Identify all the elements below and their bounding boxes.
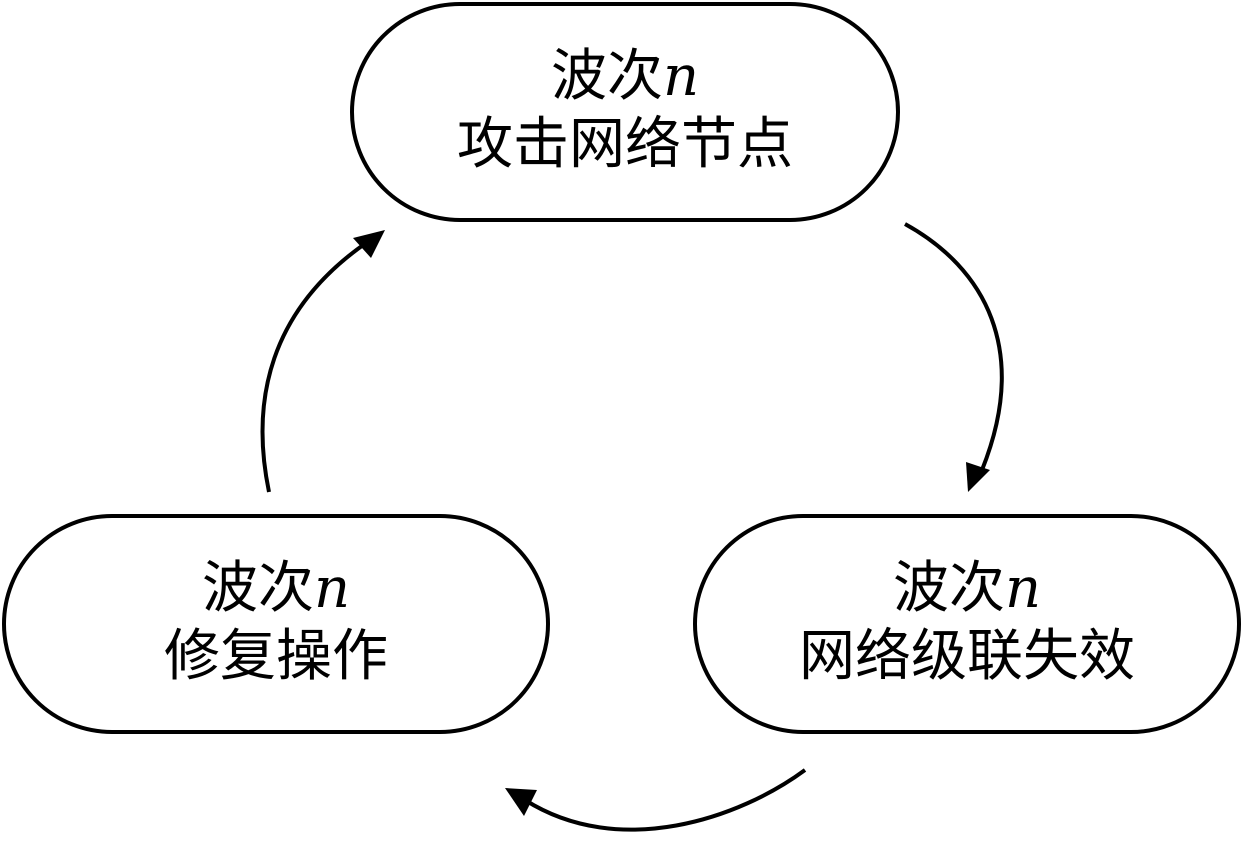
node-attack-title: 攻击网络节点 xyxy=(457,112,793,177)
node-repair-title: 修复操作 xyxy=(164,624,388,689)
arrow-attack-to-cascade xyxy=(904,222,1004,492)
wave-prefix: 波次 xyxy=(892,556,1005,621)
node-repair: 波次n 修复操作 xyxy=(2,514,550,734)
node-cascade-failure: 波次n 网络级联失效 xyxy=(693,514,1241,734)
arrow-cascade-to-repair xyxy=(505,768,807,832)
node-repair-wave-label: 波次n xyxy=(202,556,350,622)
node-attack-wave-label: 波次n xyxy=(551,44,699,110)
wave-prefix: 波次 xyxy=(201,556,314,621)
node-attack-network: 波次n 攻击网络节点 xyxy=(350,2,900,222)
wave-prefix: 波次 xyxy=(550,44,663,109)
node-cascade-wave-label: 波次n xyxy=(893,556,1041,622)
wave-variable: n xyxy=(662,44,700,109)
arrow-repair-to-attack xyxy=(260,230,385,493)
node-cascade-title: 网络级联失效 xyxy=(799,624,1135,689)
wave-variable: n xyxy=(1004,556,1042,621)
wave-variable: n xyxy=(313,556,351,621)
